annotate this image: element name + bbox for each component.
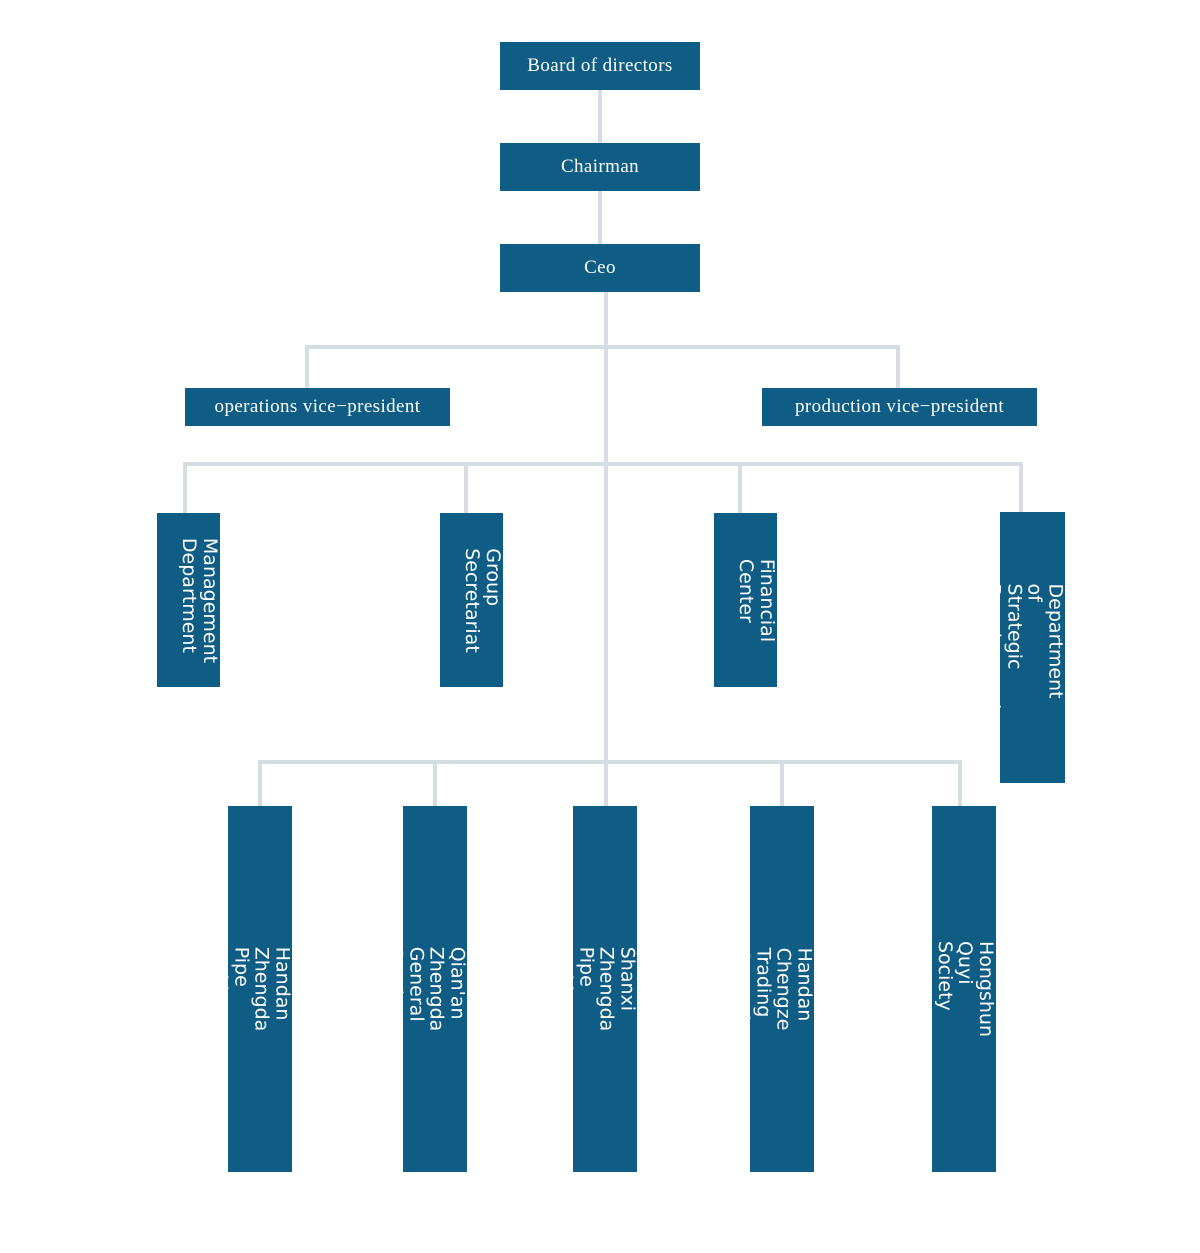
node-board-of-directors[interactable]: Board of directors	[500, 42, 700, 90]
node-chairman-label: Chairman	[560, 156, 640, 177]
node-production-vice-president-label: production vice−president	[794, 396, 1005, 417]
node-shanxi-zhengda-pipe-making-label: Shanxi Zhengda Pipe Making Co., Ltd.	[533, 946, 639, 1032]
node-shanxi-zhengda-pipe-making[interactable]: Shanxi Zhengda Pipe Making Co., Ltd.	[533, 806, 639, 1172]
node-board-of-directors-label: Board of directors	[527, 55, 673, 76]
connector-drop-financial-center	[738, 462, 742, 513]
connector-bus-departments	[183, 462, 1023, 466]
connector-bus-vice-presidents	[305, 345, 900, 349]
node-chairman[interactable]: Chairman	[500, 143, 700, 191]
connector-drop-strategic-development	[1019, 462, 1023, 513]
connector-ceo-spine	[604, 292, 608, 764]
connector-drop-handan-zhengda	[258, 760, 262, 806]
node-production-vice-president[interactable]: production vice−president	[762, 388, 1037, 426]
node-group-secretariat[interactable]: Group Secretariat	[440, 513, 504, 687]
connector-board-to-chairman	[598, 90, 602, 143]
node-department-of-strategic-development[interactable]: Department of Strategic Development	[982, 512, 1066, 783]
node-handan-chengze-trading[interactable]: Handan Chengze Trading Co., Ltd.	[731, 806, 816, 1172]
connector-drop-hongshun-quyi	[958, 760, 962, 806]
node-handan-zhengda-pipe-making[interactable]: Handan Zhengda Pipe Making Co., Ltd.	[188, 806, 294, 1172]
connector-bus-subsidiaries	[258, 760, 962, 764]
node-financial-center-label: Financial Center	[735, 558, 779, 642]
node-operations-vice-president-label: operations vice−president	[214, 396, 421, 417]
node-financial-center[interactable]: Financial Center	[714, 513, 779, 687]
node-handan-zhengda-pipe-making-label: Handan Zhengda Pipe Making Co., Ltd.	[188, 946, 294, 1032]
connector-drop-operations-vp	[305, 345, 309, 388]
connector-drop-qianan-zhengda	[433, 760, 437, 806]
connector-drop-group-secretariat	[464, 462, 468, 513]
connector-drop-management-department	[183, 462, 187, 513]
node-hongshun-quyi-society[interactable]: Hongshun Quyi Society	[932, 806, 998, 1172]
node-ceo[interactable]: Ceo	[500, 244, 700, 292]
node-handan-chengze-trading-label: Handan Chengze Trading Co., Ltd.	[731, 947, 816, 1031]
connector-chairman-to-ceo	[598, 191, 602, 244]
node-department-of-strategic-development-label: Department of Strategic Development	[982, 583, 1066, 712]
connector-drop-handan-chengze	[780, 760, 784, 806]
node-operations-vice-president[interactable]: operations vice−president	[185, 388, 450, 426]
node-hongshun-quyi-society-label: Hongshun Quyi Society	[933, 940, 998, 1038]
node-qianan-zhengda-general-steel-pipe-label: Qian'an Zhengda General Steel Pipe Co., …	[343, 946, 469, 1032]
node-management-department-label: Management Department	[178, 537, 222, 663]
node-group-secretariat-label: Group Secretariat	[461, 547, 504, 653]
connector-drop-production-vp	[896, 345, 900, 388]
node-qianan-zhengda-general-steel-pipe[interactable]: Qian'an Zhengda General Steel Pipe Co., …	[343, 806, 469, 1172]
node-management-department[interactable]: Management Department	[157, 513, 222, 687]
connector-drop-shanxi-zhengda	[604, 760, 608, 806]
node-ceo-label: Ceo	[584, 257, 616, 278]
